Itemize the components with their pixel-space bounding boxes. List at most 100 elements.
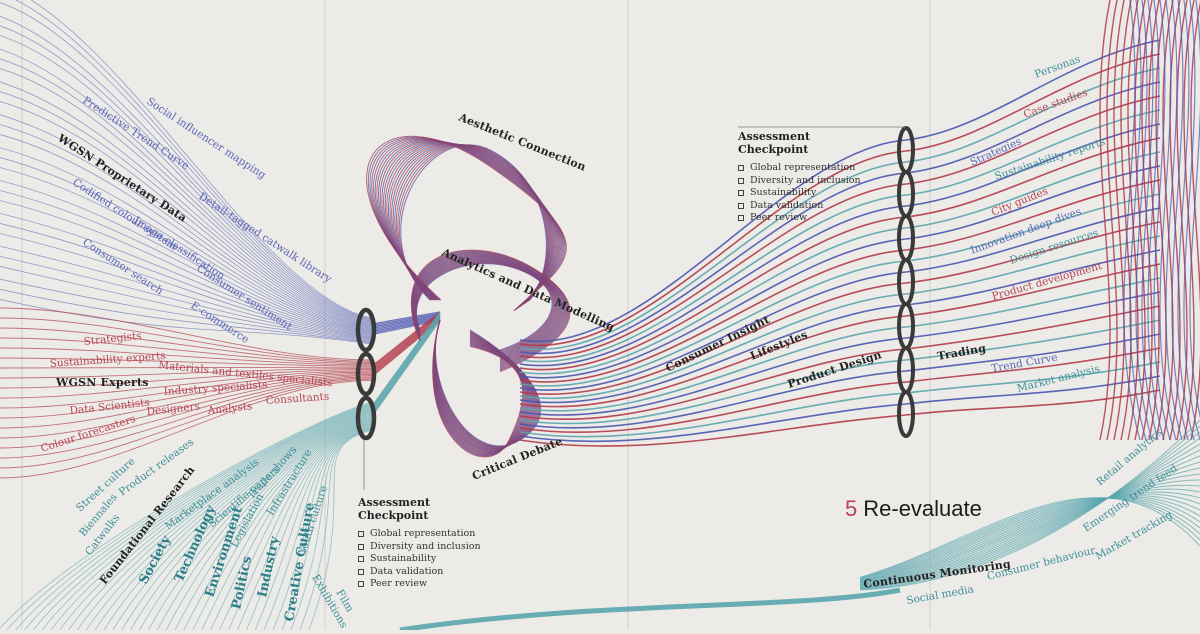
flow-line — [859, 484, 1200, 584]
flow-line — [0, 366, 373, 369]
flow-line — [270, 426, 373, 634]
flow-line — [859, 425, 1200, 590]
knot-label-aesthetic: Aesthetic Connection — [456, 110, 588, 173]
knot-line — [379, 141, 559, 308]
output-label: Trend Curve — [990, 351, 1058, 374]
mesh-line — [1153, 0, 1171, 441]
checkbox-icon — [738, 202, 744, 209]
flow-line — [905, 375, 1161, 405]
knot-line — [386, 142, 555, 306]
flow-line — [3, 402, 373, 634]
flow-line — [110, 411, 373, 634]
flow-line — [0, 317, 373, 362]
mesh-line — [1190, 1, 1200, 441]
flow-line — [14, 0, 373, 320]
flow-line — [371, 315, 441, 371]
flow-line — [519, 304, 907, 404]
flow-line — [0, 377, 373, 459]
flow-line — [279, 427, 373, 634]
flow-line — [0, 255, 373, 341]
flow-line — [0, 288, 373, 344]
flow-line — [0, 379, 373, 479]
flow-line — [47, 406, 373, 634]
monitoring-flows — [399, 419, 1200, 633]
flow-line — [859, 467, 1200, 586]
flow-line — [859, 497, 1200, 579]
flow-line — [0, 58, 373, 325]
flow-line — [0, 68, 373, 326]
flow-line — [371, 315, 441, 330]
checkbox-icon — [358, 581, 364, 588]
flow-line — [0, 347, 373, 366]
checkbox-icon — [738, 190, 744, 197]
flow-line — [519, 348, 907, 421]
mesh-line — [1165, 0, 1183, 441]
flow-line — [371, 312, 441, 327]
mesh-line — [1189, 0, 1200, 419]
checkbox-icon — [738, 215, 744, 222]
knot-line — [383, 141, 557, 307]
flow-line — [859, 449, 1200, 588]
mesh-line — [1183, 0, 1195, 441]
flow-line — [0, 35, 373, 323]
flow-line — [0, 373, 373, 429]
flow-line — [371, 316, 441, 331]
flow-line — [519, 249, 907, 383]
expert-flows — [0, 307, 373, 479]
flow-line — [859, 455, 1200, 587]
right-checkpoint-rings — [897, 126, 915, 438]
flow-line — [288, 427, 373, 634]
mesh-line — [1099, 0, 1111, 441]
checkpoint-item: Sustainability — [738, 187, 861, 200]
mesh-line — [1171, 0, 1189, 441]
flow-line — [519, 337, 907, 416]
flow-line — [190, 419, 373, 634]
mesh-line — [1120, 0, 1132, 441]
flow-line — [0, 101, 373, 329]
output-mesh — [1099, 0, 1200, 441]
mesh-line — [1183, 0, 1200, 441]
flow-line — [0, 357, 373, 367]
mesh-line — [1147, 0, 1165, 441]
mesh-line — [1177, 0, 1195, 441]
flow-line — [859, 491, 1200, 583]
flow-line — [859, 473, 1200, 586]
checkpoint-item: Global representation — [738, 162, 861, 175]
experts-title: WGSN Experts — [55, 376, 149, 389]
flow-line — [0, 371, 373, 409]
flow-line — [519, 260, 907, 387]
flow-line — [519, 194, 907, 363]
flow-line — [519, 172, 907, 355]
research-flows — [0, 401, 373, 634]
flow-line — [859, 495, 1200, 582]
flow-line — [0, 16, 373, 322]
flow-line — [0, 223, 373, 339]
flow-line — [0, 372, 373, 419]
checkbox-icon — [358, 568, 364, 575]
flow-line — [0, 25, 373, 322]
flow-line — [0, 48, 373, 324]
flow-line — [519, 227, 907, 375]
flow-line — [859, 493, 1200, 583]
flow-line — [29, 404, 373, 634]
flow-line — [217, 421, 373, 634]
flow-line — [371, 318, 441, 416]
mesh-line — [1159, 0, 1177, 441]
flow-line — [0, 367, 373, 379]
checkpoint-item: Sustainability — [358, 553, 481, 566]
flow-line — [905, 319, 1161, 361]
blue-label: Consumer search — [80, 236, 165, 297]
flow-line — [905, 137, 1161, 218]
flow-line — [371, 311, 441, 367]
flow-line — [0, 134, 373, 331]
flow-line — [0, 307, 373, 361]
flow-line — [145, 415, 373, 634]
flow-line — [905, 333, 1161, 372]
flow-line — [371, 316, 441, 373]
flow-line — [0, 81, 373, 327]
flow-line — [163, 416, 373, 634]
knot-line — [432, 319, 524, 458]
red-label: Data Scientists — [69, 397, 150, 417]
